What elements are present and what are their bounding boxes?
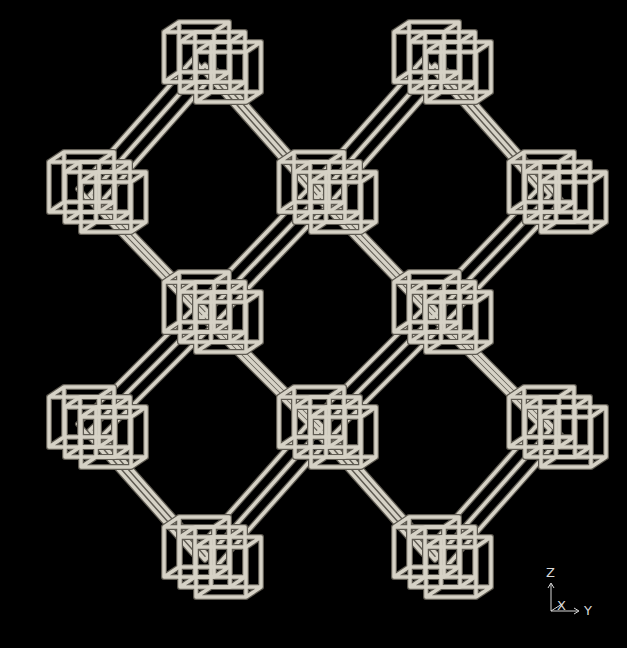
framework-rods — [78, 59, 562, 566]
cube-clusters — [49, 22, 606, 597]
axis-label: Y — [584, 604, 592, 617]
rod-shadows — [78, 59, 562, 566]
axis-label: Z — [546, 566, 555, 579]
cube-shadows — [49, 22, 606, 597]
axis-label: X — [557, 599, 566, 612]
axis-triad — [548, 583, 579, 614]
